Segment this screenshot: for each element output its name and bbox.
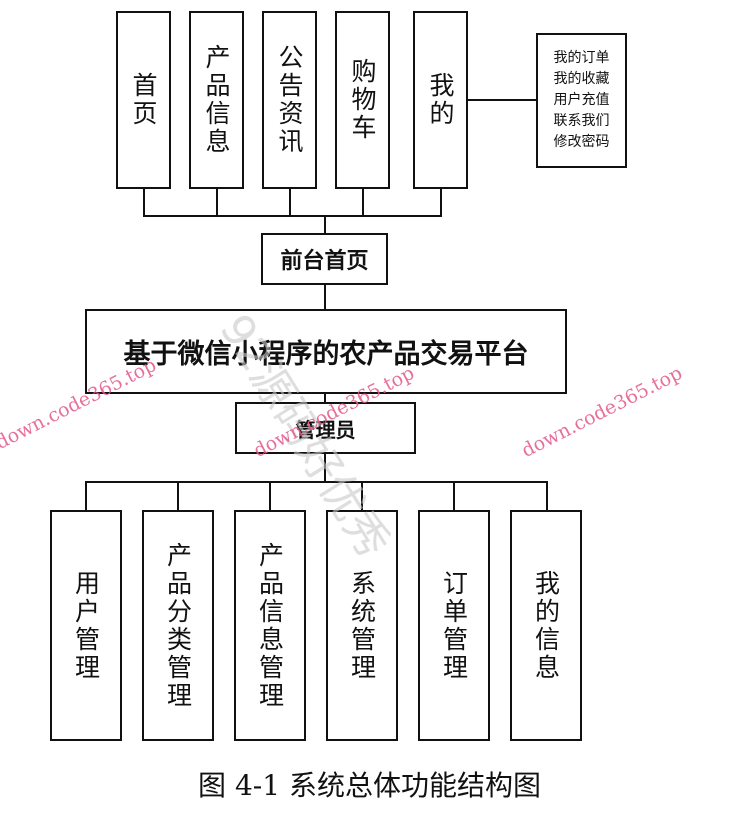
system-title-box: 基于微信小程序的农产品交易平台: [85, 309, 567, 394]
connector: [143, 189, 145, 216]
backend-module-product-mgmt: 产品信息管理: [234, 510, 306, 741]
module-label: 购物车: [348, 58, 377, 142]
module-label: 产品分类管理: [163, 541, 193, 710]
frontend-module-mine: 我的: [413, 11, 468, 189]
backend-module-my-info: 我的信息: [510, 510, 582, 741]
frontend-module-cart: 购物车: [335, 11, 390, 189]
submenu-item: 我的订单: [553, 50, 610, 66]
connector: [361, 481, 363, 511]
connector: [324, 215, 326, 234]
connector: [324, 454, 326, 483]
backend-root-label: 管理员: [295, 417, 356, 442]
backend-module-system-mgmt: 系统管理: [326, 510, 398, 741]
frontend-module-home: 首页: [116, 11, 171, 189]
module-label: 系统管理: [347, 569, 377, 682]
pink-watermark: down.code365.top: [0, 353, 160, 454]
frontend-root-label: 前台首页: [280, 248, 369, 274]
connector: [324, 285, 326, 310]
backend-module-category-mgmt: 产品分类管理: [142, 510, 214, 741]
submenu-item: 修改密码: [553, 134, 610, 150]
module-label: 我的: [426, 72, 455, 128]
connector: [216, 189, 218, 216]
connector: [177, 481, 179, 511]
module-label: 订单管理: [439, 569, 469, 682]
backend-module-user-mgmt: 用户管理: [50, 510, 122, 741]
connector: [85, 481, 87, 511]
figure-caption: 图 4-1 系统总体功能结构图: [198, 769, 541, 802]
connector: [453, 481, 455, 511]
connector: [289, 189, 291, 216]
submenu-item: 用户充值: [553, 92, 610, 108]
connector: [468, 99, 537, 101]
connector: [324, 394, 326, 403]
submenu-item: 联系我们: [553, 113, 610, 129]
connector: [143, 215, 442, 217]
backend-module-order-mgmt: 订单管理: [418, 510, 490, 741]
frontend-root-box: 前台首页: [261, 233, 388, 285]
backend-root-box: 管理员: [235, 402, 416, 454]
connector: [85, 481, 548, 483]
module-label: 用户管理: [71, 569, 101, 682]
connector: [546, 481, 548, 511]
system-title: 基于微信小程序的农产品交易平台: [123, 339, 529, 370]
module-label: 产品信息: [202, 44, 231, 156]
frontend-module-announcements: 公告资讯: [262, 11, 317, 189]
module-label: 产品信息管理: [255, 541, 285, 710]
connector: [269, 481, 271, 511]
frontend-module-product-info: 产品信息: [189, 11, 244, 189]
my-submenu-box: 我的订单 我的收藏 用户充值 联系我们 修改密码: [536, 33, 627, 168]
module-label: 我的信息: [531, 569, 561, 682]
connector: [362, 189, 364, 216]
module-label: 公告资讯: [275, 44, 304, 156]
submenu-item: 我的收藏: [553, 71, 610, 87]
module-label: 首页: [129, 72, 158, 128]
connector: [440, 189, 442, 216]
